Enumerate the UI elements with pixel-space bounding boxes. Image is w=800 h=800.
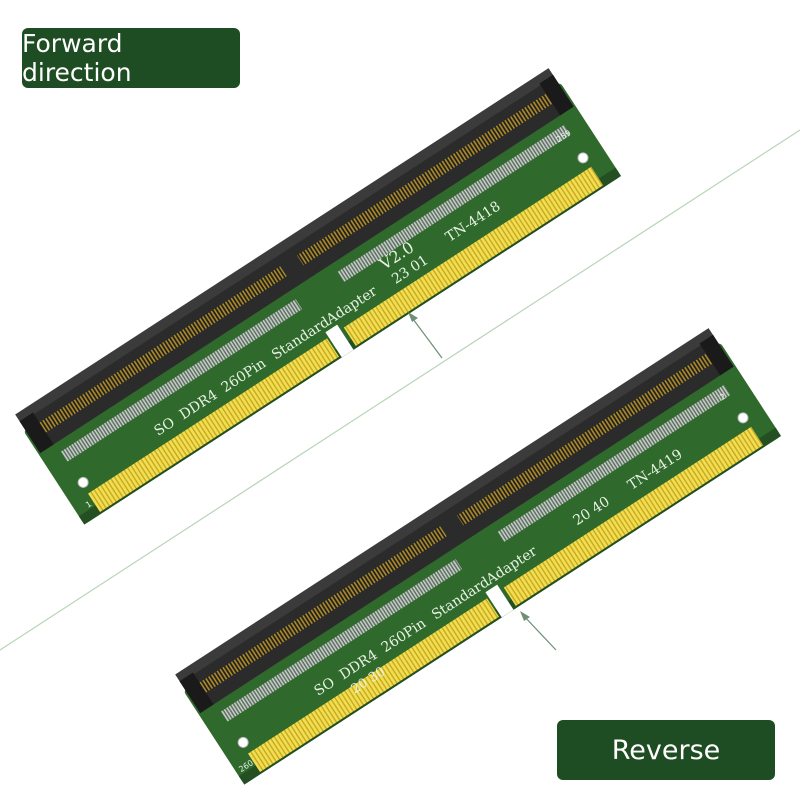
forward-direction-label: Forward direction [22, 28, 240, 88]
reverse-label: Reverse [557, 720, 775, 780]
so-dimm-slot [175, 328, 734, 714]
gold-fingers-left [88, 338, 340, 513]
mount-hole-right [737, 412, 749, 424]
so-dimm-slot [15, 68, 574, 454]
key-notch [325, 324, 354, 358]
divider-line [0, 129, 800, 651]
gold-fingers-right [503, 426, 764, 606]
reverse-adapter: SO DDR4 260Pin Standard Adapter 20 30 20… [175, 328, 782, 785]
pin-end-label: 2 [718, 392, 727, 402]
key-notch [485, 584, 514, 618]
notch-pointer-arrow [520, 611, 557, 651]
gold-fingers-right [343, 166, 604, 346]
mount-hole-left [237, 736, 249, 748]
mount-hole-right [577, 152, 589, 164]
forward-adapter: SO DDR4 260Pin Standard Adapter V2.0 23 … [15, 68, 622, 525]
notch-pointer-arrow [408, 312, 443, 359]
mount-hole-left [77, 476, 89, 488]
gold-fingers-left [248, 598, 500, 773]
pin-start-label: 1 [84, 499, 93, 509]
